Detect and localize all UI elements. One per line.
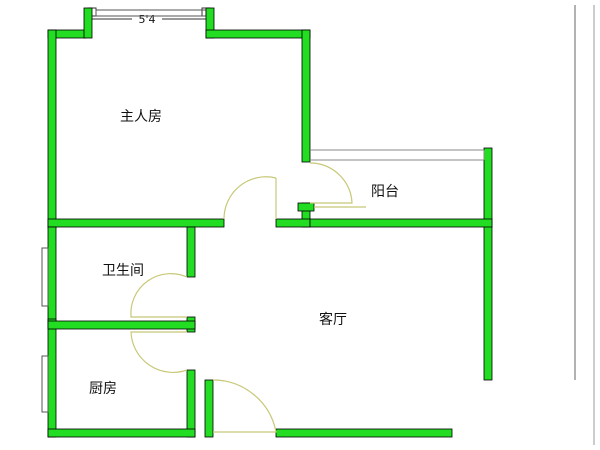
wall-bottom-door-left: [204, 379, 214, 438]
doors: [130, 162, 366, 433]
kitchen-window: [41, 355, 49, 413]
wall-balcony-stub: [297, 202, 315, 212]
wall-left-kitchen: [47, 318, 57, 438]
wall-bedroom-bottom-right: [275, 218, 311, 228]
room-label-master-bedroom: 主人房: [120, 109, 162, 125]
wall-top-left-riser: [83, 7, 93, 39]
walls: [47, 7, 493, 438]
left-windows: [41, 247, 49, 413]
bathroom-window: [41, 247, 49, 307]
wall-balcony-bottom: [309, 218, 493, 228]
bathroom-door: [130, 273, 188, 318]
wall-bedroom-bottom-left: [47, 218, 225, 228]
room-label-living-room: 客厅: [319, 311, 347, 328]
wall-bath-kitchen: [47, 320, 196, 330]
wall-right-bedroom: [301, 29, 311, 163]
wall-kitchen-right: [186, 369, 196, 438]
wall-bottom-right: [275, 428, 453, 438]
wall-bottom-left: [47, 428, 196, 438]
kitchen-door: [130, 331, 188, 373]
wall-top-right: [205, 29, 311, 39]
balcony-rail: [310, 149, 485, 161]
entrance-door: [212, 379, 277, 433]
wall-bathroom-right-top: [186, 226, 196, 278]
dimension-marker: 5'4: [87, 7, 211, 26]
wall-balcony-right: [483, 147, 493, 381]
room-label-kitchen: 厨房: [89, 381, 117, 397]
wall-left-bathroom: [47, 226, 57, 328]
dimension-label: 5'4: [138, 13, 155, 26]
bedroom-door: [223, 176, 277, 220]
room-label-balcony: 阳台: [371, 184, 399, 200]
balcony-door: [309, 162, 353, 204]
wall-left-bedroom: [47, 29, 57, 229]
room-label-bathroom: 卫生间: [102, 263, 144, 279]
